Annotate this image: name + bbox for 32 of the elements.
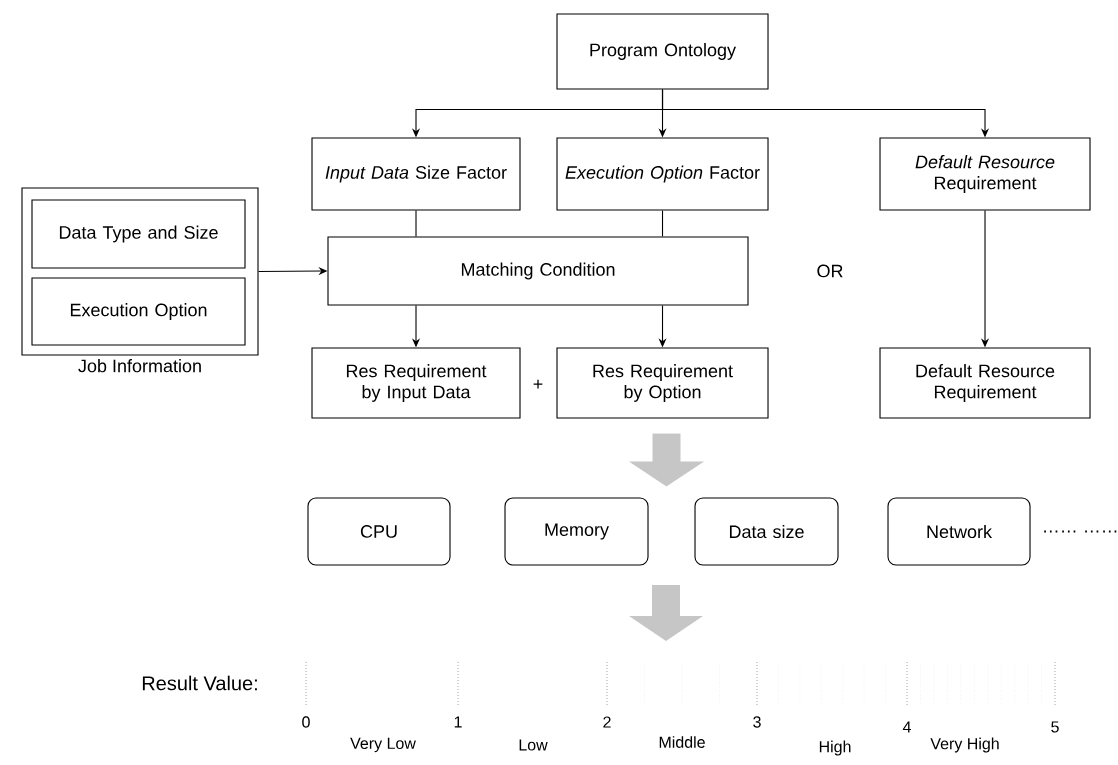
process-box: Default Resource Requirement bbox=[879, 137, 1091, 211]
process-box: Res Requirement by Option bbox=[556, 347, 769, 419]
tick-label: 3 bbox=[753, 716, 761, 728]
connector-line bbox=[661, 210, 664, 237]
process-box: Input Data Size Factor bbox=[311, 137, 521, 211]
resource-box: Network bbox=[887, 497, 1031, 566]
tick-label: 4 bbox=[902, 721, 911, 733]
resource-box: Data size bbox=[694, 497, 839, 566]
scale-category: Very High bbox=[930, 737, 999, 753]
resource-box: CPU bbox=[307, 497, 451, 566]
tick-label: 2 bbox=[603, 716, 611, 728]
process-box: Execution Option bbox=[31, 277, 246, 346]
tick-label: 5 bbox=[1051, 721, 1059, 733]
scale-category: High bbox=[819, 740, 851, 756]
process-box: Execution Option Factor bbox=[556, 137, 769, 211]
process-box: Program Ontology bbox=[556, 13, 769, 90]
connector-line bbox=[415, 210, 417, 237]
process-box: Default Resource Requirement bbox=[879, 347, 1091, 419]
tick-label: 0 bbox=[302, 716, 310, 728]
plus-sign: + bbox=[533, 379, 543, 389]
node-label: Job Information bbox=[78, 359, 201, 373]
process-box: Data Type and Size bbox=[31, 199, 246, 269]
ellipsis: …… …… bbox=[1044, 530, 1117, 533]
process-box: Matching Condition bbox=[327, 236, 749, 306]
scale-category: Low bbox=[519, 739, 548, 751]
scale-title: Result Value: bbox=[142, 675, 257, 691]
scale-category: Middle bbox=[659, 736, 705, 748]
process-box: Res Requirement by Input Data bbox=[311, 347, 521, 419]
tick-label: 1 bbox=[454, 716, 462, 728]
scale-category: Very Low bbox=[350, 737, 416, 753]
resource-box: Memory bbox=[504, 497, 649, 566]
connector-word: OR bbox=[817, 264, 843, 278]
